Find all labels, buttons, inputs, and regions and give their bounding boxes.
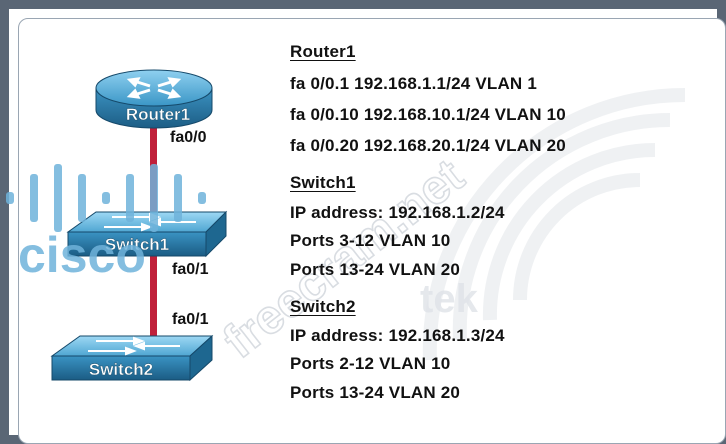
switch2-port-label: fa0/1	[172, 311, 209, 328]
switch2-config-line: IP address: 192.168.1.3/24	[290, 326, 505, 345]
switch2-config-heading: Switch2	[290, 297, 356, 316]
router1-config-line: fa 0/0.10 192.168.10.1/24 VLAN 10	[290, 105, 566, 124]
router1-label: Router1	[126, 105, 190, 124]
link-switch1-switch2	[150, 250, 157, 342]
router1-config-heading: Router1	[290, 42, 356, 61]
switch1-config-line: Ports 13-24 VLAN 20	[290, 260, 461, 279]
switch1-config-heading: Switch1	[290, 173, 356, 192]
wifi-watermark-icon	[422, 88, 686, 361]
switch1-config-line: Ports 3-12 VLAN 10	[290, 231, 451, 250]
router1-config-line: fa 0/0.20 192.168.20.1/24 VLAN 20	[290, 136, 566, 155]
switch1-label: Switch1	[105, 235, 169, 254]
switch2-config-line: Ports 2-12 VLAN 10	[290, 354, 451, 373]
cisco-watermark-text: cisco	[18, 227, 146, 283]
router-arrows-icon	[126, 77, 182, 99]
switch2-label: Switch2	[89, 360, 153, 379]
brand-watermark-text: tek	[420, 277, 479, 321]
switch1-port-label: fa0/1	[172, 261, 209, 278]
router1-device: Router1	[95, 69, 213, 129]
switch1-config-line: IP address: 192.168.1.2/24	[290, 203, 505, 222]
router1-config-line: fa 0/0.1 192.168.1.1/24 VLAN 1	[290, 74, 537, 93]
switch2-config-line: Ports 13-24 VLAN 20	[290, 383, 461, 402]
router-port-label: fa0/0	[170, 129, 207, 146]
switch2-device: Switch2	[50, 334, 214, 382]
cisco-watermark-logo: cisco	[6, 164, 206, 283]
switch1-device: Switch1	[66, 210, 228, 258]
switch2-arrows-icon	[88, 336, 180, 356]
